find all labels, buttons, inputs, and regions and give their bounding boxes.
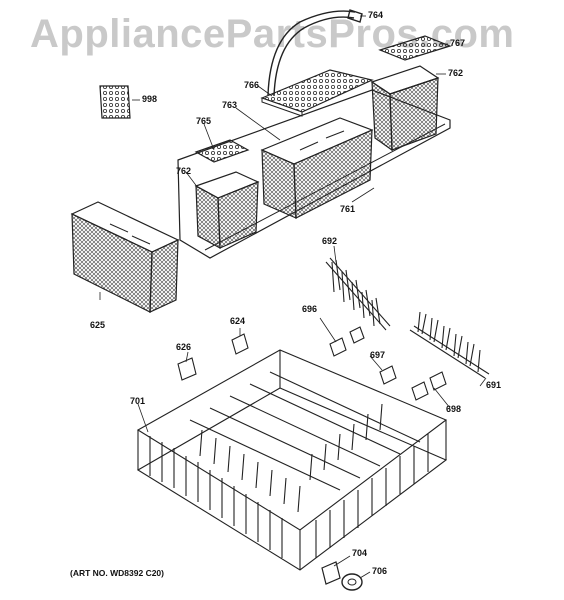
callout-625: 625: [90, 320, 106, 330]
leader-lines: [99, 15, 487, 579]
center-basket-763: [260, 117, 374, 219]
tine-row-692: [325, 257, 391, 331]
silverware-basket-625: [70, 201, 180, 313]
basket-lid-765: [194, 139, 250, 163]
callout-766: 766: [244, 80, 260, 90]
callout-691: 691: [486, 380, 502, 390]
art-number-note: (ART NO. WD8392 C20): [70, 568, 164, 578]
basket-lid-766: [260, 69, 374, 117]
callout-626: 626: [176, 342, 192, 352]
callout-765: 765: [196, 116, 212, 126]
callout-767: 767: [450, 38, 466, 48]
wheel-706: [341, 573, 363, 591]
callout-692: 692: [322, 236, 338, 246]
callout-696: 696: [302, 304, 318, 314]
clip-998: [99, 85, 131, 119]
callout-701: 701: [130, 396, 146, 406]
clip-626: [177, 357, 197, 381]
callout-704: 704: [352, 548, 368, 558]
clip-697: [379, 365, 397, 385]
callout-761: 761: [340, 204, 356, 214]
basket-lid-767: [378, 35, 452, 61]
wheel-axle-704: [321, 561, 341, 585]
callout-697: 697: [370, 350, 386, 360]
callout-706: 706: [372, 566, 388, 576]
small-basket-762-right: [370, 65, 440, 152]
callout-998: 998: [142, 94, 158, 104]
tine-row-691: [409, 311, 490, 379]
callout-762-left: 762: [176, 166, 192, 176]
clip-696: [329, 326, 365, 357]
callout-624: 624: [230, 316, 246, 326]
clip-698: [411, 371, 447, 401]
callout-763: 763: [222, 100, 238, 110]
callout-762-right: 762: [448, 68, 464, 78]
callout-698: 698: [446, 404, 462, 414]
callout-764: 764: [368, 10, 384, 20]
small-basket-762-left: [194, 171, 260, 250]
basket-handle-part: [267, 9, 363, 97]
clip-624: [231, 333, 249, 355]
lower-rack-701: [136, 349, 448, 571]
